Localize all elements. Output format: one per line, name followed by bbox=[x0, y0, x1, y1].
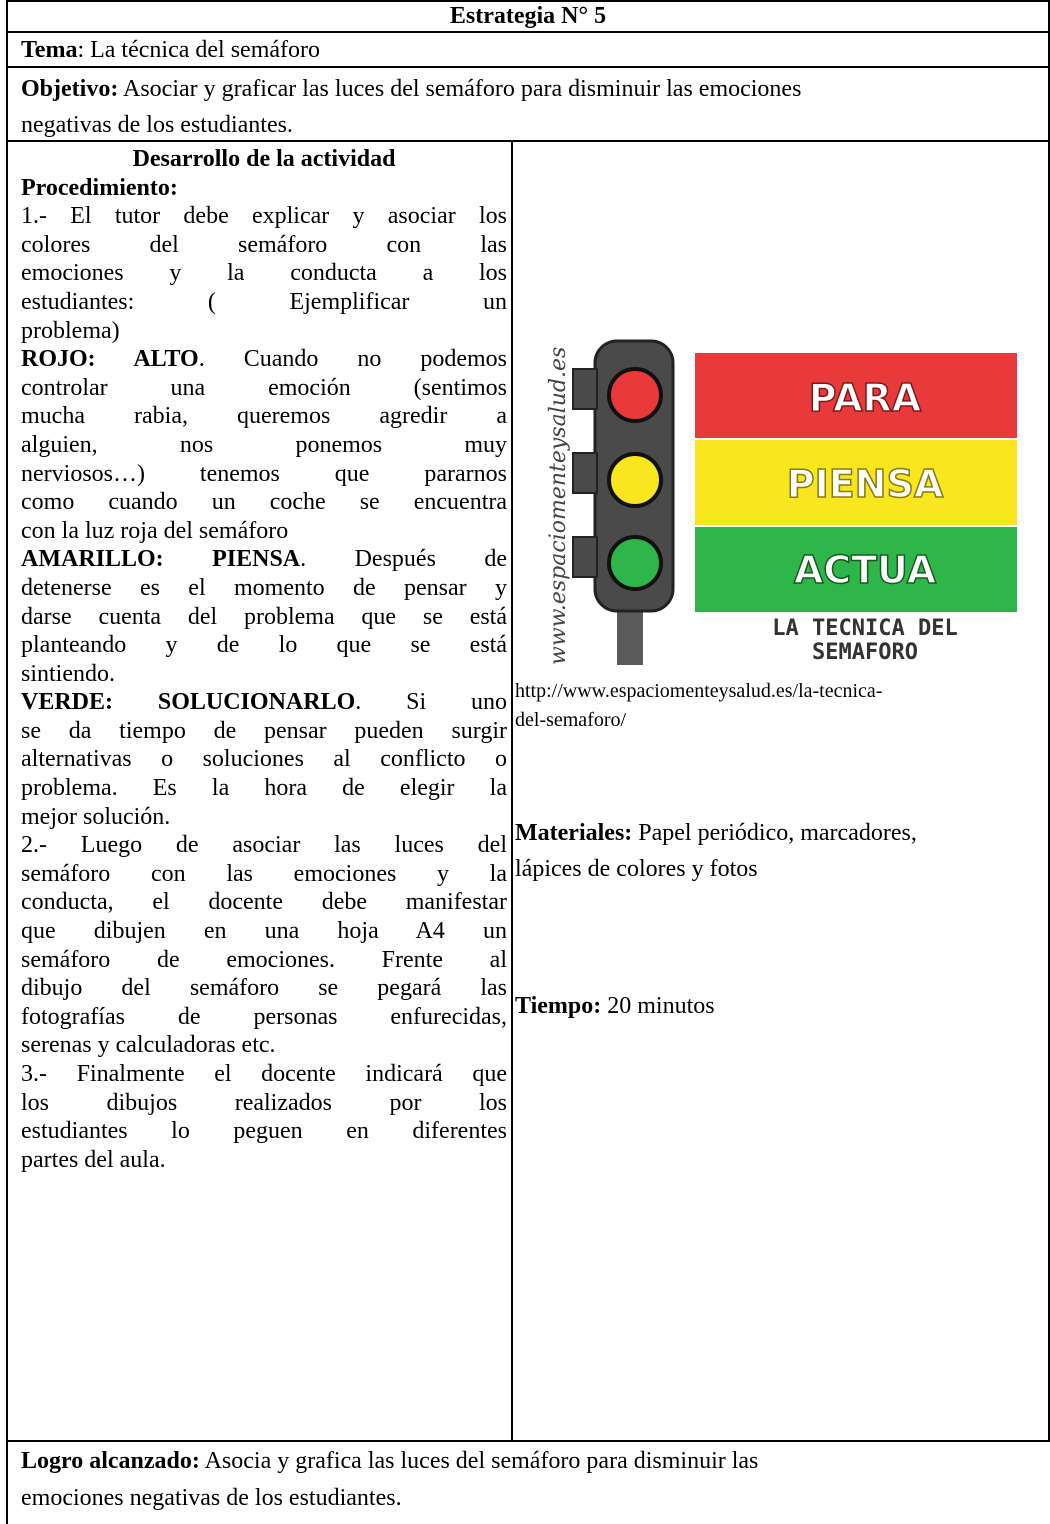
border-objetivo bbox=[6, 140, 1050, 142]
watermark-text: www.espaciomenteysalud.es bbox=[546, 347, 571, 665]
procedure-label: Procedimiento: bbox=[21, 174, 178, 201]
border-left bbox=[6, 0, 8, 1524]
step1-line: problema) bbox=[21, 317, 120, 344]
traffic-light-image: www.espaciomenteysalud.es PARA PIENSA AC… bbox=[545, 335, 1025, 665]
source-line1: http://www.espaciomenteysalud.es/la-tecn… bbox=[515, 680, 883, 702]
piensa-text: PIENSA bbox=[787, 462, 944, 506]
amarillo-line: darse cuenta del problema que se está bbox=[21, 603, 507, 630]
amarillo-line: detenerse es el momento de pensar y bbox=[21, 574, 507, 601]
step2-line: dibujo del semáforo se pegará las bbox=[21, 975, 507, 1002]
source-url: http://www.espaciomenteysalud.es/la-tecn… bbox=[515, 677, 1045, 735]
rojo-line: controlar una emoción (sentimos bbox=[21, 374, 507, 401]
step1-line: emociones y la conducta a los bbox=[21, 260, 507, 287]
border-middle bbox=[511, 140, 513, 1442]
amarillo-line: sintiendo. bbox=[21, 660, 115, 687]
step2-line: fotografías de personas enfurecidas, bbox=[21, 1003, 507, 1030]
verde-line: alternativas o soluciones al conflicto o bbox=[21, 746, 507, 773]
logro-row: Logro alcanzado: Asocia y grafica las lu… bbox=[21, 1443, 1045, 1517]
para-text: PARA bbox=[809, 376, 922, 420]
border-header bbox=[6, 31, 1050, 33]
materiales-line1: Papel periódico, marcadores, bbox=[638, 820, 917, 846]
caption-line2: SEMAFORO bbox=[812, 640, 918, 665]
amarillo-label: AMARILLO: PIENSA bbox=[21, 546, 301, 573]
header-title: Estrategia N° 5 bbox=[449, 3, 607, 29]
rojo-label: ROJO: ALTO bbox=[21, 346, 199, 373]
border-right bbox=[1048, 0, 1050, 1442]
objetivo-row: Objetivo: Asociar y graficar las luces d… bbox=[21, 71, 1045, 143]
step2-line: que dibujen en una hoja A4 un bbox=[21, 918, 507, 945]
border-body bbox=[6, 1440, 1050, 1442]
step2-line: conducta, el docente debe manifestar bbox=[21, 889, 507, 916]
tiempo-block: Tiempo: 20 minutos bbox=[515, 992, 1045, 1021]
rojo-line: alguien, nos ponemos muy bbox=[21, 431, 507, 458]
verde-line: mejor solución. bbox=[21, 803, 171, 830]
logro-line2: emociones negativas de los estudiantes. bbox=[21, 1485, 402, 1511]
rojo-line: nerviosos…) tenemos que pararnos bbox=[21, 460, 507, 487]
materiales-label: Materiales: bbox=[515, 820, 633, 846]
step1-line: estudiantes: ( Ejemplificar un bbox=[21, 288, 507, 315]
border-tema bbox=[6, 66, 1050, 68]
step3-line: partes del aula. bbox=[21, 1146, 166, 1173]
step3-line: estudiantes lo peguen en diferentes bbox=[21, 1118, 507, 1145]
border-top bbox=[6, 0, 1050, 2]
green-band bbox=[695, 527, 1017, 612]
red-band bbox=[695, 353, 1017, 438]
tema-row: Tema: La técnica del semáforo bbox=[21, 36, 1041, 65]
step2-line: serenas y calculadoras etc. bbox=[21, 1032, 276, 1059]
step2-line: semáforo de emociones. Frente al bbox=[21, 946, 507, 973]
activity-column: Desarrollo de la actividad Procedimiento… bbox=[21, 145, 507, 1174]
pole bbox=[617, 605, 643, 665]
materiales-block: Materiales: Papel periódico, marcadores,… bbox=[515, 815, 1047, 887]
tiempo-text: 20 minutos bbox=[607, 993, 715, 1019]
step1-line: colores del semáforo con las bbox=[21, 231, 507, 258]
verde-line: se da tiempo de pensar pueden surgir bbox=[21, 717, 507, 744]
green-light bbox=[607, 535, 663, 591]
yellow-band bbox=[695, 440, 1017, 525]
rojo-line: con la luz roja del semáforo bbox=[21, 517, 289, 544]
logro-line1: Asocia y grafica las luces del semáforo … bbox=[204, 1448, 759, 1474]
objetivo-line2: negativas de los estudiantes. bbox=[21, 112, 293, 138]
source-line2: del-semaforo/ bbox=[515, 709, 627, 731]
step3-line: los dibujos realizados por los bbox=[21, 1089, 507, 1116]
rojo-line: mucha rabia, queremos agredir a bbox=[21, 403, 507, 430]
amarillo-line: AMARILLO: PIENSA. Después de bbox=[21, 546, 508, 573]
step3-line: 3.- Finalmente el docente indicará que bbox=[21, 1061, 507, 1087]
rojo-line: ROJO: ALTO. Cuando no podemos bbox=[21, 346, 507, 373]
step2-line: semáforo con las emociones y la bbox=[21, 860, 507, 887]
tema-text: : La técnica del semáforo bbox=[77, 37, 320, 63]
objetivo-label: Objetivo: bbox=[21, 76, 119, 102]
materiales-line2: lápices de colores y fotos bbox=[515, 856, 758, 882]
verde-label: VERDE: SOLUCIONARLO bbox=[21, 689, 356, 716]
yellow-light bbox=[607, 452, 663, 508]
activity-heading: Desarrollo de la actividad bbox=[132, 146, 396, 172]
actua-text: ACTUA bbox=[794, 548, 937, 592]
caption-line1: LA TECNICA DEL bbox=[772, 616, 957, 641]
verde-line: problema. Es la hora de elegir la bbox=[21, 775, 507, 802]
traffic-light-illustration: www.espaciomenteysalud.es PARA PIENSA AC… bbox=[546, 339, 1017, 665]
activity-body: 1.- El tutor debe explicar y asociar los… bbox=[21, 202, 507, 1174]
step1-line: 1.- El tutor debe explicar y asociar los bbox=[21, 203, 507, 230]
step2-line: 2.- Luego de asociar las luces del bbox=[21, 832, 507, 859]
red-light bbox=[607, 367, 663, 423]
verde-line: VERDE: SOLUCIONARLO. Si uno bbox=[21, 689, 508, 716]
rojo-line: como cuando un coche se encuentra bbox=[21, 489, 507, 516]
tiempo-label: Tiempo: bbox=[515, 993, 602, 1019]
logro-label: Logro alcanzado: bbox=[21, 1448, 200, 1474]
amarillo-line: planteando y de lo que se está bbox=[21, 632, 507, 659]
objetivo-line1: Asociar y graficar las luces del semáfor… bbox=[123, 76, 802, 102]
tema-label: Tema bbox=[21, 37, 78, 63]
